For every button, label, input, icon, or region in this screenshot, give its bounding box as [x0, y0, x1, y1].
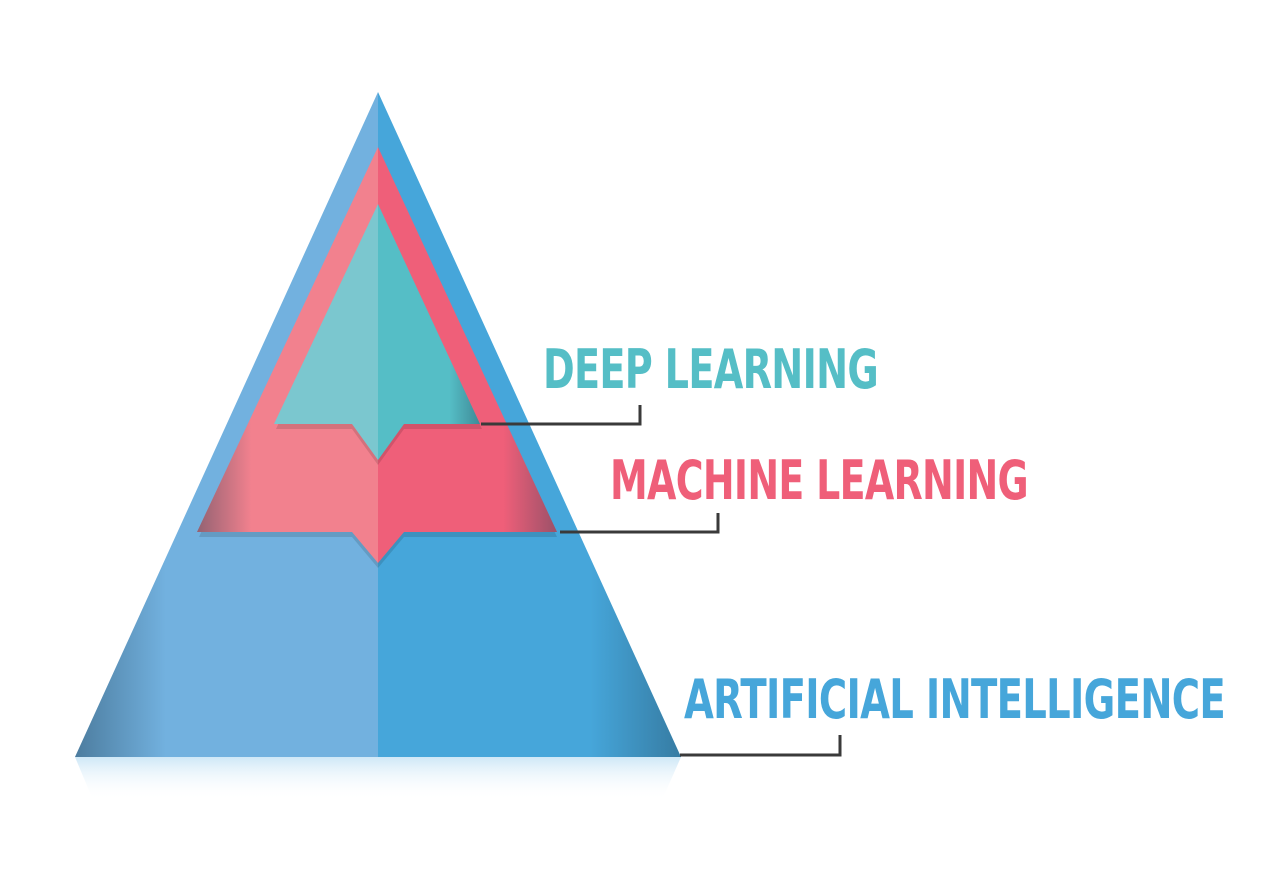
connector-dl	[481, 405, 642, 426]
label-artificial-intelligence: ARTIFICIAL INTELLIGENCE	[684, 668, 1225, 731]
ai-left-shade	[75, 92, 378, 757]
ml-right-shade	[378, 147, 557, 563]
dl-right-shade	[378, 204, 480, 460]
connector-ai	[680, 735, 842, 757]
label-deep-learning: DEEP LEARNING	[543, 338, 878, 401]
layer-dl-shape	[274, 204, 482, 465]
label-machine-learning: MACHINE LEARNING	[610, 449, 1028, 512]
connector-ml	[560, 513, 720, 534]
dl-left-face	[274, 204, 378, 460]
pyramid-reflection	[75, 757, 681, 800]
ml-left-shade	[197, 147, 378, 563]
